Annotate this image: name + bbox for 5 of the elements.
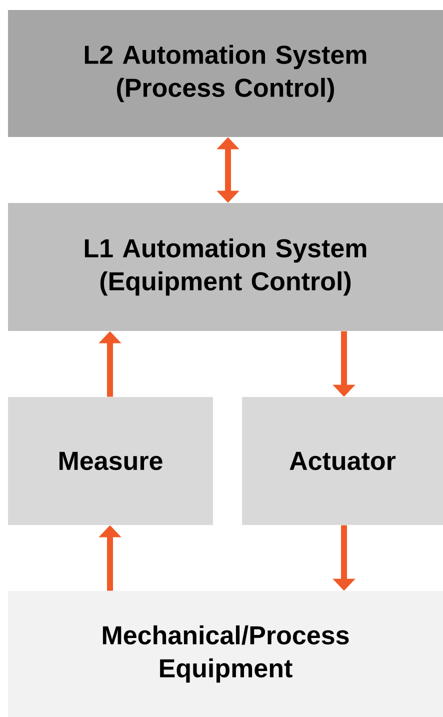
process-box: Measure <box>8 397 213 525</box>
process-box: L1 Automation System (Equipment Control) <box>8 203 443 331</box>
process-box: Actuator <box>242 397 443 525</box>
process-box: Mechanical/Process Equipment <box>8 591 443 717</box>
process-box: L2 Automation System (Process Control) <box>8 10 443 137</box>
